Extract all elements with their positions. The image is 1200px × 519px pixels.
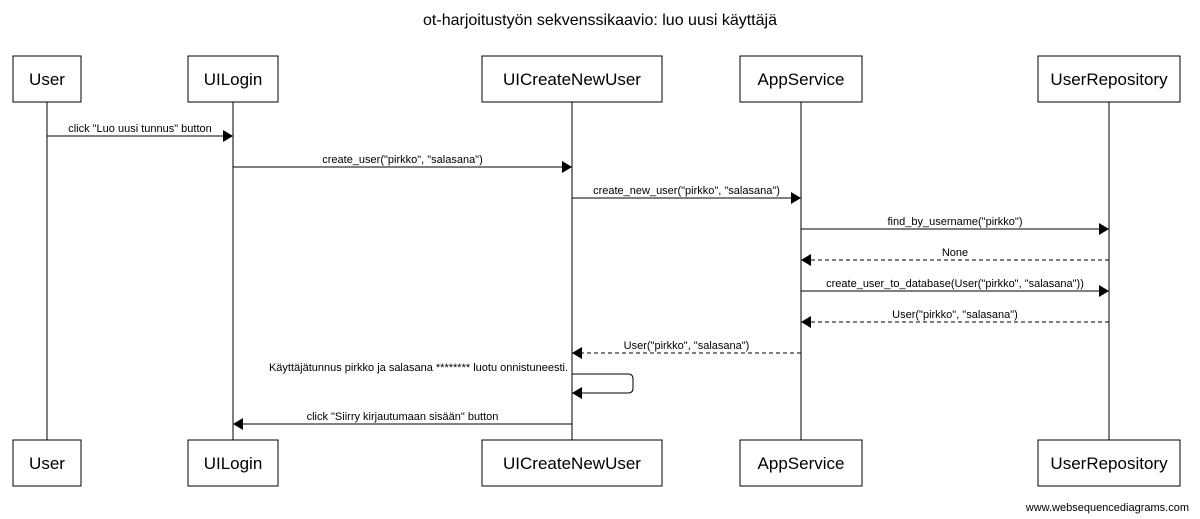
message-label-5: create_user_to_database(User("pirkko", "… [826, 278, 1084, 290]
message-label-4: None [942, 247, 968, 259]
message-arrowhead-3 [1099, 223, 1109, 235]
participant-box-appservice-bottom [739, 439, 863, 487]
message-label-6: User("pirkko", "salasana") [892, 309, 1018, 321]
message-label-3: find_by_username("pirkko") [888, 216, 1023, 228]
participant-label-appservice-top: AppService [758, 70, 845, 89]
participant-label-uicreatenewuser-bottom: UICreateNewUser [503, 454, 641, 473]
message-arrowhead-1 [562, 161, 572, 173]
diagram-title: ot-harjoitustyön sekvenssikaavio: luo uu… [423, 12, 777, 29]
participant-box-uilogin-bottom [187, 439, 279, 487]
participant-box-userrepository-bottom [1037, 439, 1181, 487]
message-arrowhead-7 [572, 347, 582, 359]
message-label-2: create_new_user("pirkko", "salasana") [593, 185, 780, 197]
participant-box-appservice-top [739, 55, 863, 103]
participant-label-userrepository-top: UserRepository [1050, 70, 1168, 89]
participant-label-uilogin-top: UILogin [204, 70, 263, 89]
participant-label-user-top: User [29, 70, 65, 89]
participant-label-uilogin-bottom: UILogin [204, 454, 263, 473]
message-label-7: User("pirkko", "salasana") [624, 340, 750, 352]
message-arrow-8 [572, 373, 634, 394]
participant-label-uicreatenewuser-top: UICreateNewUser [503, 70, 641, 89]
message-arrowhead-9 [233, 418, 243, 430]
message-arrowhead-0 [223, 130, 233, 142]
footer-watermark: www.websequencediagrams.com [1025, 502, 1189, 514]
participant-box-user-bottom [12, 439, 82, 487]
participant-box-uicreatenewuser-top [481, 55, 663, 103]
message-arrowhead-5 [1099, 285, 1109, 297]
message-label-0: click "Luo uusi tunnus" button [68, 123, 212, 135]
participant-box-uicreatenewuser-bottom [481, 439, 663, 487]
participant-label-userrepository-bottom: UserRepository [1050, 454, 1168, 473]
participant-label-user-bottom: User [29, 454, 65, 473]
message-arrowhead-8 [572, 387, 582, 399]
message-arrowhead-4 [801, 254, 811, 266]
message-arrowhead-6 [801, 316, 811, 328]
participant-label-appservice-bottom: AppService [758, 454, 845, 473]
participant-box-uilogin-top [187, 55, 279, 103]
message-label-1: create_user("pirkko", "salasana") [322, 154, 483, 166]
participant-box-user-top [12, 55, 82, 103]
message-label-8: Käyttäjätunnus pirkko ja salasana ******… [269, 362, 568, 374]
message-arrowhead-2 [791, 192, 801, 204]
message-label-9: click "Siirry kirjautumaan sisään" butto… [307, 411, 499, 423]
participant-box-userrepository-top [1037, 55, 1181, 103]
